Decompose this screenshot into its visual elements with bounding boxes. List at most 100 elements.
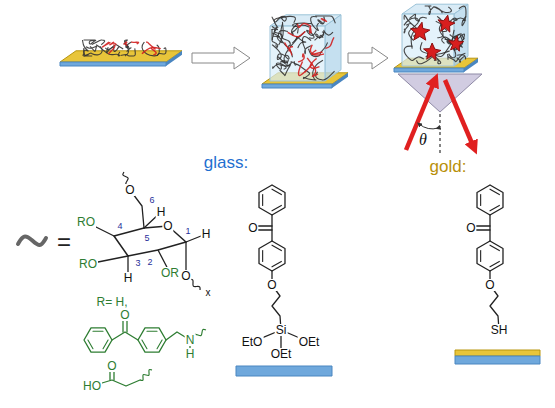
carbon-number: 5 — [144, 234, 149, 243]
polymer-chain — [288, 31, 306, 36]
atom-label: O — [124, 184, 135, 196]
polymer-chain — [131, 42, 138, 44]
polymer-chain — [278, 49, 289, 62]
atom-label: Si — [275, 324, 288, 336]
substrate-label: gold: — [429, 158, 468, 175]
atom-label: H — [185, 348, 196, 360]
substituent-label: OR — [160, 267, 180, 279]
benzene-ring — [477, 185, 503, 215]
polymer-chain — [274, 16, 295, 27]
double-bond — [272, 205, 281, 210]
glass-slide-edge — [166, 51, 182, 66]
polymer-chain — [453, 16, 466, 25]
polymer-chain — [325, 37, 334, 48]
glass-slide — [455, 356, 540, 364]
polymer-chain — [272, 45, 285, 60]
polymer-chain — [311, 17, 319, 31]
hydrogel-side — [325, 15, 341, 81]
polymer-chain — [321, 19, 326, 22]
polymer-chain — [86, 46, 97, 51]
polymer-chain — [272, 29, 282, 45]
process-arrow — [192, 47, 250, 69]
polymer-chain — [316, 71, 335, 80]
bound-protein — [424, 43, 441, 60]
carbon-number: 1 — [185, 227, 190, 236]
glass-slide — [262, 84, 332, 88]
double-bond — [272, 189, 281, 194]
wavy-bond — [140, 370, 152, 381]
double-bond — [262, 251, 263, 262]
polymer-chain — [157, 48, 166, 56]
polymer-chain — [308, 43, 327, 57]
double-bond — [272, 261, 281, 266]
substituent-label: RO — [76, 216, 96, 228]
polymer-chain — [305, 58, 312, 72]
atom-label: O — [465, 222, 476, 234]
carbon-number: 6 — [149, 196, 154, 205]
atom-label: H — [123, 272, 134, 284]
double-bond — [142, 340, 147, 349]
double-bond — [262, 195, 263, 206]
polymer-chain — [310, 27, 312, 34]
substituent-definition: R= H, — [95, 296, 128, 308]
polymer-chain — [96, 45, 120, 56]
bound-protein — [411, 22, 430, 40]
hydrogel-side — [454, 4, 468, 66]
atom-label: O — [119, 309, 130, 321]
polymer-chain — [123, 42, 126, 46]
bound-protein — [438, 15, 455, 32]
benzene-ring — [84, 328, 112, 352]
polymer-chain — [299, 62, 306, 76]
polymer-chain — [319, 30, 333, 38]
double-bond — [157, 340, 162, 349]
atom-label: SH — [490, 324, 509, 336]
double-bond — [490, 189, 499, 194]
polymer-chain — [110, 42, 117, 45]
thiol-linker — [455, 185, 540, 364]
gold-layer — [455, 350, 540, 356]
polymer-chain — [92, 40, 105, 45]
polymer-chain — [434, 7, 451, 13]
benzene-ring — [477, 241, 503, 271]
angle-label: θ — [418, 132, 428, 148]
double-bond — [103, 340, 108, 349]
normal-line — [439, 114, 440, 154]
bound-protein — [449, 36, 464, 51]
polymer-chain — [142, 47, 161, 53]
benzene-ring — [259, 185, 285, 215]
double-bond — [147, 331, 157, 332]
polymer-chain — [108, 45, 114, 54]
polymer-chain — [409, 14, 426, 21]
dextran-unit — [18, 172, 206, 290]
atom-label: OEt — [270, 348, 293, 360]
atom-label: O — [484, 279, 495, 291]
benzene-ring — [138, 328, 166, 352]
polymer-chain — [315, 16, 335, 23]
double-bond — [93, 331, 103, 332]
substrate-label: glass: — [203, 154, 249, 171]
reflected-beam — [445, 80, 474, 148]
angle-arc — [419, 124, 438, 129]
atom-label: HO — [82, 380, 102, 392]
polymer-chain — [272, 29, 280, 40]
atom-label: OEt — [298, 336, 321, 348]
polymer-chain — [142, 42, 159, 56]
polymer-chain — [83, 49, 92, 56]
atom-label: N — [185, 334, 196, 346]
hydrogel-front — [402, 14, 454, 66]
atom-label: O — [266, 279, 277, 291]
polymer-chain — [298, 54, 304, 62]
polymer-chain — [448, 53, 466, 61]
polymer-chain — [310, 45, 323, 55]
double-bond — [490, 261, 499, 266]
polymer-chain — [84, 46, 102, 56]
bond-line — [271, 215, 272, 241]
process-arrow — [348, 47, 388, 69]
double-bond — [480, 251, 481, 262]
polymer-chain — [280, 60, 291, 76]
pyranose-ring — [114, 226, 186, 256]
atom-label: EtO — [241, 336, 264, 348]
atom-label: O — [106, 360, 117, 372]
atom-label: O — [162, 220, 173, 232]
